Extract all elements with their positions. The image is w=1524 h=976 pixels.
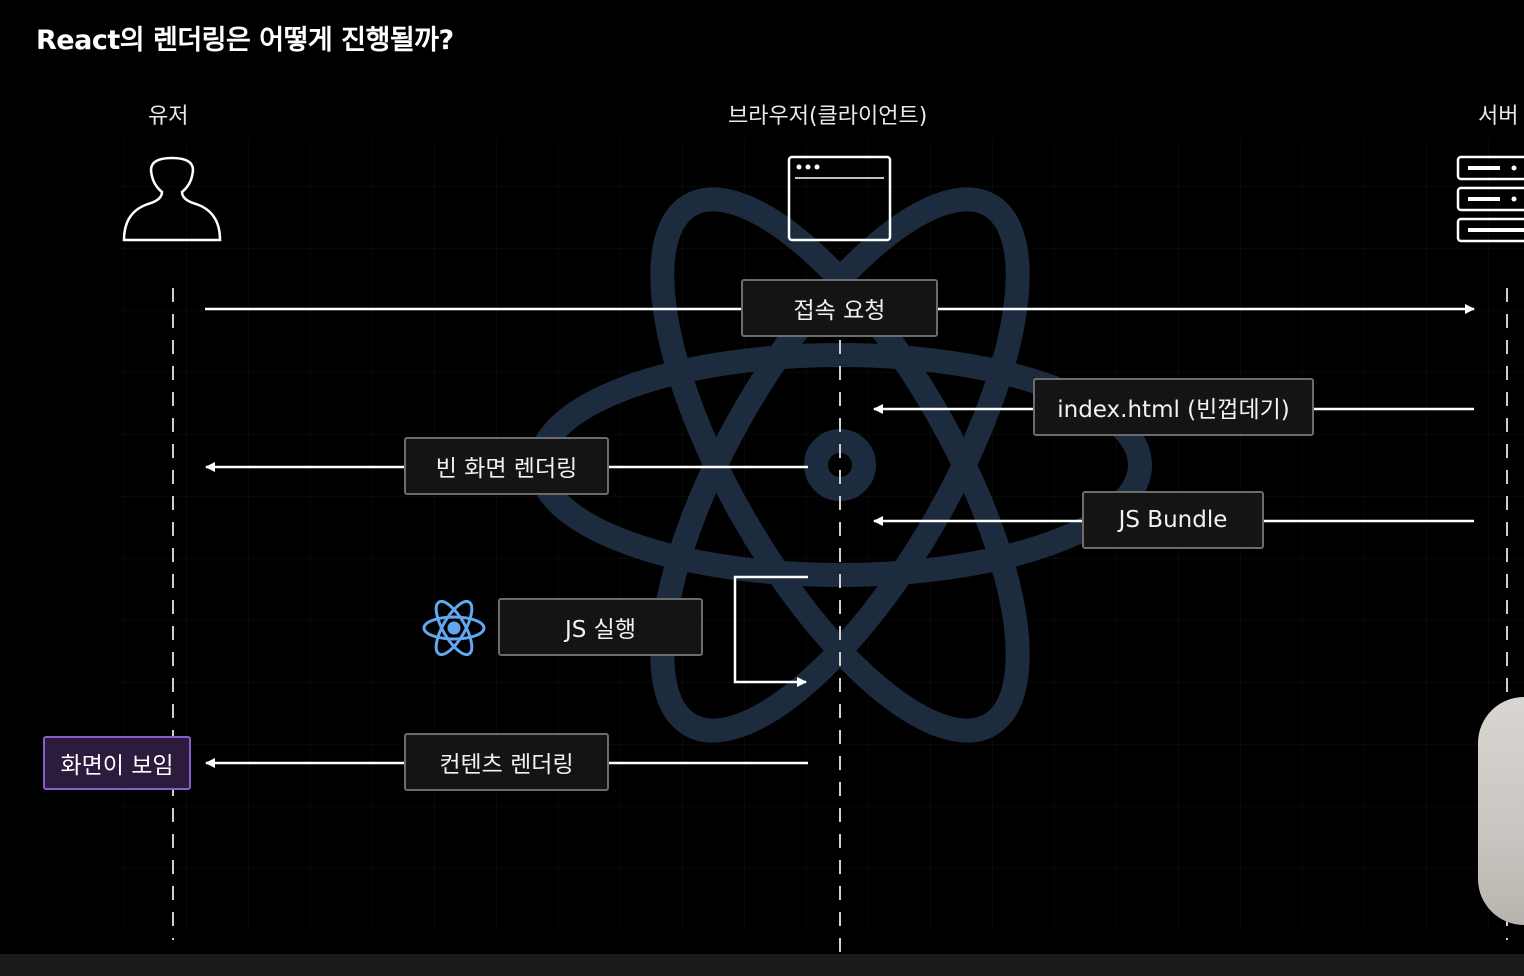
result-label: 화면이 보임	[60, 753, 174, 779]
message-label: index.html (빈껍데기)	[1057, 397, 1290, 423]
message-box-index-html: index.html (빈껍데기)	[1033, 378, 1314, 436]
message-label: JS Bundle	[1118, 507, 1228, 533]
message-label: 접속 요청	[793, 298, 886, 324]
message-box-js-bundle: JS Bundle	[1082, 491, 1264, 549]
result-box-screen-visible: 화면이 보임	[43, 736, 191, 790]
message-box-js-execute: JS 실행	[498, 598, 703, 656]
message-box-connect-request: 접속 요청	[741, 279, 938, 337]
react-icon	[422, 599, 486, 657]
user-icon	[122, 156, 222, 242]
arrow-js-execute-loop	[733, 575, 808, 687]
message-label: 빈 화면 렌더링	[435, 456, 578, 482]
webcam-overlay	[1478, 697, 1524, 925]
actor-label-browser: 브라우저(클라이언트)	[728, 104, 928, 129]
browser-window-icon	[787, 155, 892, 242]
message-label: JS 실행	[564, 617, 636, 643]
message-box-empty-render: 빈 화면 렌더링	[404, 437, 609, 495]
message-label: 컨텐츠 렌더링	[439, 752, 574, 778]
bottom-bar	[0, 954, 1524, 976]
message-box-content-render: 컨텐츠 렌더링	[404, 733, 609, 791]
page-title: React의 렌더링은 어떻게 진행될까?	[36, 25, 454, 56]
server-icon	[1456, 155, 1524, 243]
actor-label-user: 유저	[148, 104, 189, 129]
actor-label-server: 서버	[1478, 104, 1519, 129]
